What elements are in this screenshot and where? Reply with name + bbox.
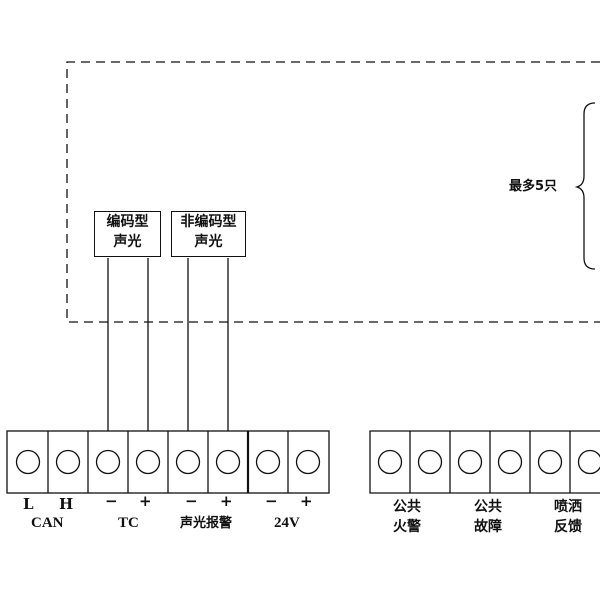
terminal-screw <box>255 449 281 475</box>
pin-mark: L <box>23 495 34 513</box>
group-label-sounder-alarm: 声光报警 <box>180 516 233 531</box>
pin-mark: + <box>300 492 313 510</box>
group-label-line1: 公共 <box>393 499 421 515</box>
terminal-screw <box>377 449 403 475</box>
group-label-can: CAN <box>31 515 64 531</box>
terminal-screw <box>417 449 443 475</box>
group-label-common-fire: 公共 火警 <box>393 497 421 537</box>
group-label-line2: 火警 <box>393 519 421 535</box>
device-label-line2: 声光 <box>113 234 142 250</box>
group-label-24v: 24V <box>274 515 300 531</box>
terminal-screw <box>457 449 483 475</box>
group-label-sprinkler-feedback: 喷洒 反馈 <box>554 497 582 537</box>
terminal-screw <box>15 449 41 475</box>
group-label-line1: 公共 <box>474 499 502 515</box>
pin-mark: − <box>105 492 118 510</box>
zone-max-label: 最多5只 <box>509 179 558 194</box>
group-label-common-fault: 公共 故障 <box>474 497 502 537</box>
zone-brace <box>574 102 596 270</box>
terminal-screw <box>215 449 241 475</box>
pin-mark: − <box>185 492 198 510</box>
pin-mark: H <box>59 495 74 513</box>
terminal-screw <box>577 449 600 475</box>
terminal-screw <box>497 449 523 475</box>
group-label-line1: 喷洒 <box>554 499 582 515</box>
group-label-line2: 故障 <box>474 519 502 535</box>
group-label-line2: 反馈 <box>554 519 582 535</box>
terminal-block-right <box>369 430 600 494</box>
device-label-line1: 非编码型 <box>180 214 237 230</box>
terminal-block-left <box>6 430 330 494</box>
group-label-tc: TC <box>118 515 139 531</box>
device-label-line1: 编码型 <box>106 214 149 230</box>
device-coded-sounder-strobe: 编码型 声光 <box>94 211 161 257</box>
pin-mark: + <box>139 492 152 510</box>
terminal-screw <box>55 449 81 475</box>
pin-mark: + <box>220 492 233 510</box>
terminal-screw <box>95 449 121 475</box>
terminal-screw <box>537 449 563 475</box>
zone-dashed-boundary <box>66 61 600 323</box>
device-noncoded-sounder-strobe: 非编码型 声光 <box>171 211 246 257</box>
device-label-line2: 声光 <box>194 234 223 250</box>
device-wires <box>107 258 229 431</box>
terminal-screw <box>295 449 321 475</box>
terminal-screw <box>175 449 201 475</box>
pin-mark: − <box>265 492 278 510</box>
terminal-screw <box>135 449 161 475</box>
